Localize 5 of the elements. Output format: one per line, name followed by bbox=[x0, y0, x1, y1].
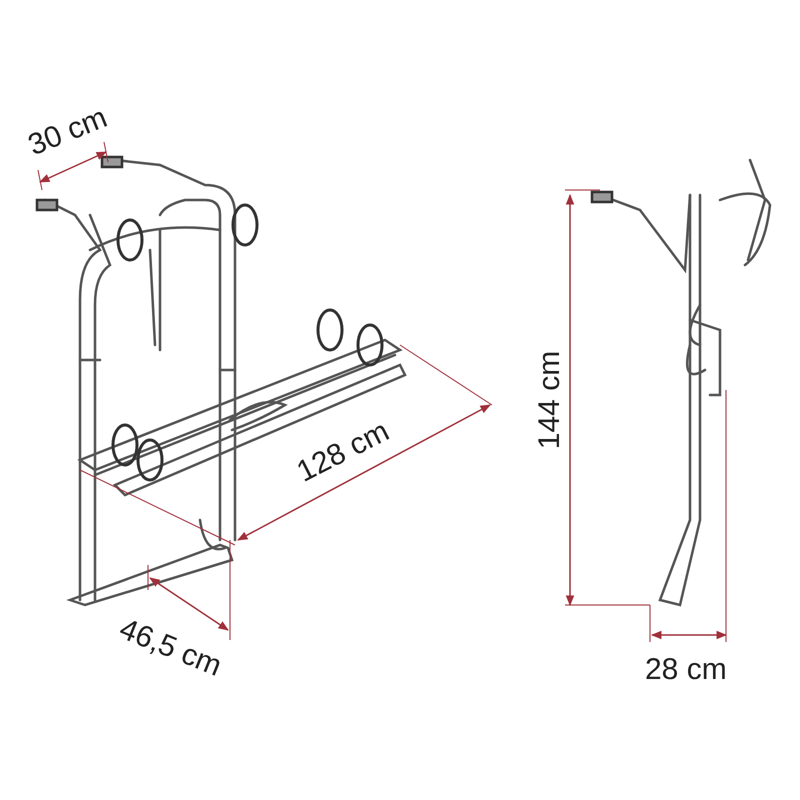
dimension-label: 144 cm bbox=[535, 350, 566, 450]
dimension-label: 46,5 cm bbox=[114, 614, 225, 682]
dimension-label: 28 cm bbox=[645, 655, 727, 685]
dimension-label: 30 cm bbox=[24, 102, 112, 162]
dimension-label: 128 cm bbox=[292, 416, 394, 488]
